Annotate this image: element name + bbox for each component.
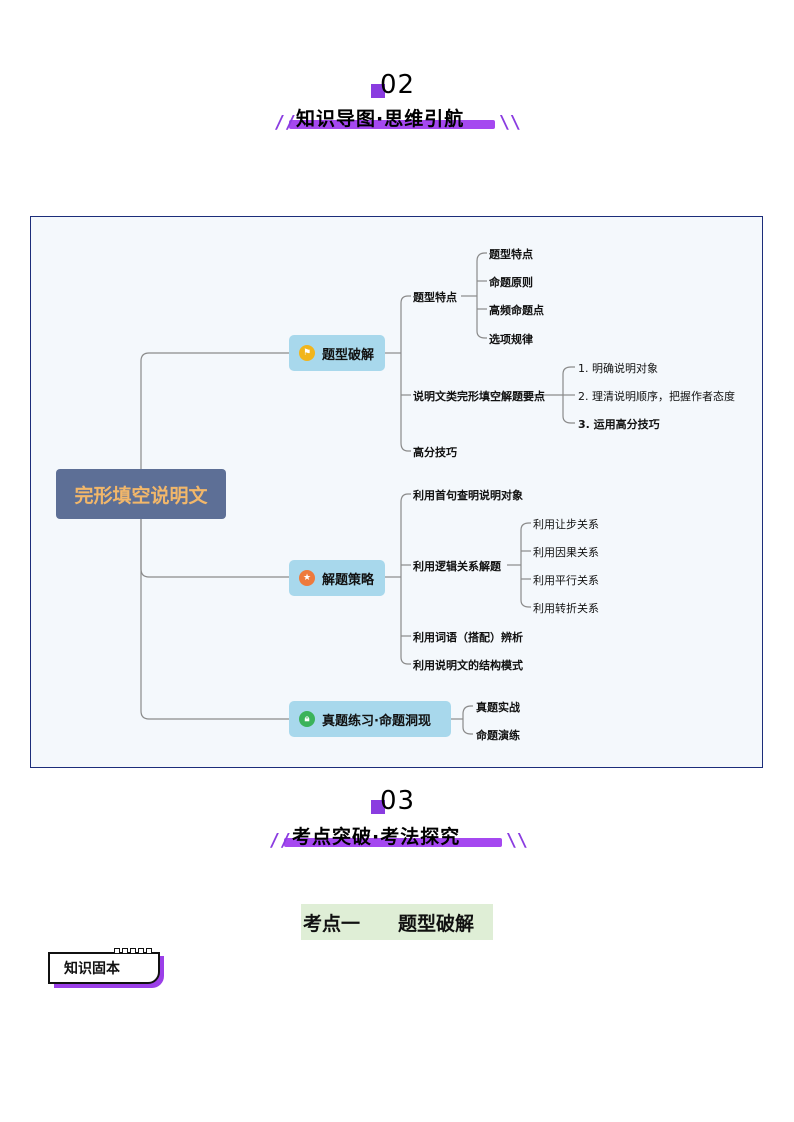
node-logic: 利用逻辑关系解题 [413,560,501,573]
leaf-item: 利用因果关系 [533,546,599,559]
section-title: 考点突破·考法探究 [292,826,461,848]
section-number-marker [371,84,385,98]
branch-label: 题型破解 [322,347,375,363]
leaf-item: 题型特点 [489,248,533,261]
leaf-item: 高频命题点 [489,304,544,317]
knowledge-badge: 知识固本 [48,948,166,990]
node-first-sentence: 利用首句查明说明对象 [413,489,523,502]
section-title-underline [284,838,502,847]
kaodian-title: 题型破解 [398,912,475,935]
kaodian-label: 考点一 [303,912,361,935]
mind-map: 完形填空说明文 ⚑ 题型破解 题型特点 题型特点 命题原则 高频命题点 选项规律… [30,216,763,768]
badge-binder-rings [114,948,152,954]
slash-decoration-left: // [269,830,291,851]
section-number: 02 [380,70,416,100]
slash-decoration-right: \\ [499,112,521,133]
branch-label: 真题练习·命题洞现 [322,713,431,729]
leaf-item: 3. 运用高分技巧 [578,418,660,431]
lock-icon: 🔒︎ [299,711,315,727]
star-icon: ★ [299,570,315,586]
branch-question-type: ⚑ 题型破解 [289,335,385,371]
node-key-points: 说明文类完形填空解题要点 [413,390,545,403]
branch-label: 解题策略 [322,572,375,588]
branch-practice: 🔒︎ 真题练习·命题洞现 [289,701,451,737]
leaf-item: 真题实战 [476,701,520,714]
node-structure-mode: 利用说明文的结构模式 [413,659,523,672]
section-title-underline [289,120,495,129]
badge-box: 知识固本 [48,952,160,984]
slash-decoration-left: // [274,112,296,133]
node-type-features: 题型特点 [413,291,457,304]
leaf-item: 1. 明确说明对象 [578,362,658,375]
kaodian-heading: 考点一 题型破解 [301,904,493,940]
leaf-item: 利用平行关系 [533,574,599,587]
leaf-item: 命题演练 [476,729,520,742]
leaf-item: 利用转折关系 [533,602,599,615]
section-number-marker [371,800,385,814]
leaf-item: 选项规律 [489,333,533,346]
section-title: 知识导图·思维引航 [296,108,465,130]
badge-label: 知识固本 [64,961,120,977]
flag-icon: ⚑ [299,345,315,361]
slash-decoration-right: \\ [506,830,528,851]
leaf-item: 命题原则 [489,276,533,289]
section-number: 03 [380,786,416,816]
leaf-item: 利用让步关系 [533,518,599,531]
mind-map-connectors [140,252,575,735]
mind-map-root: 完形填空说明文 [56,469,226,519]
branch-strategy: ★ 解题策略 [289,560,385,596]
node-word-collocation: 利用词语（搭配）辨析 [413,631,523,644]
node-high-score-tips: 高分技巧 [413,446,457,459]
leaf-item: 2. 理清说明顺序，把握作者态度 [578,390,735,403]
